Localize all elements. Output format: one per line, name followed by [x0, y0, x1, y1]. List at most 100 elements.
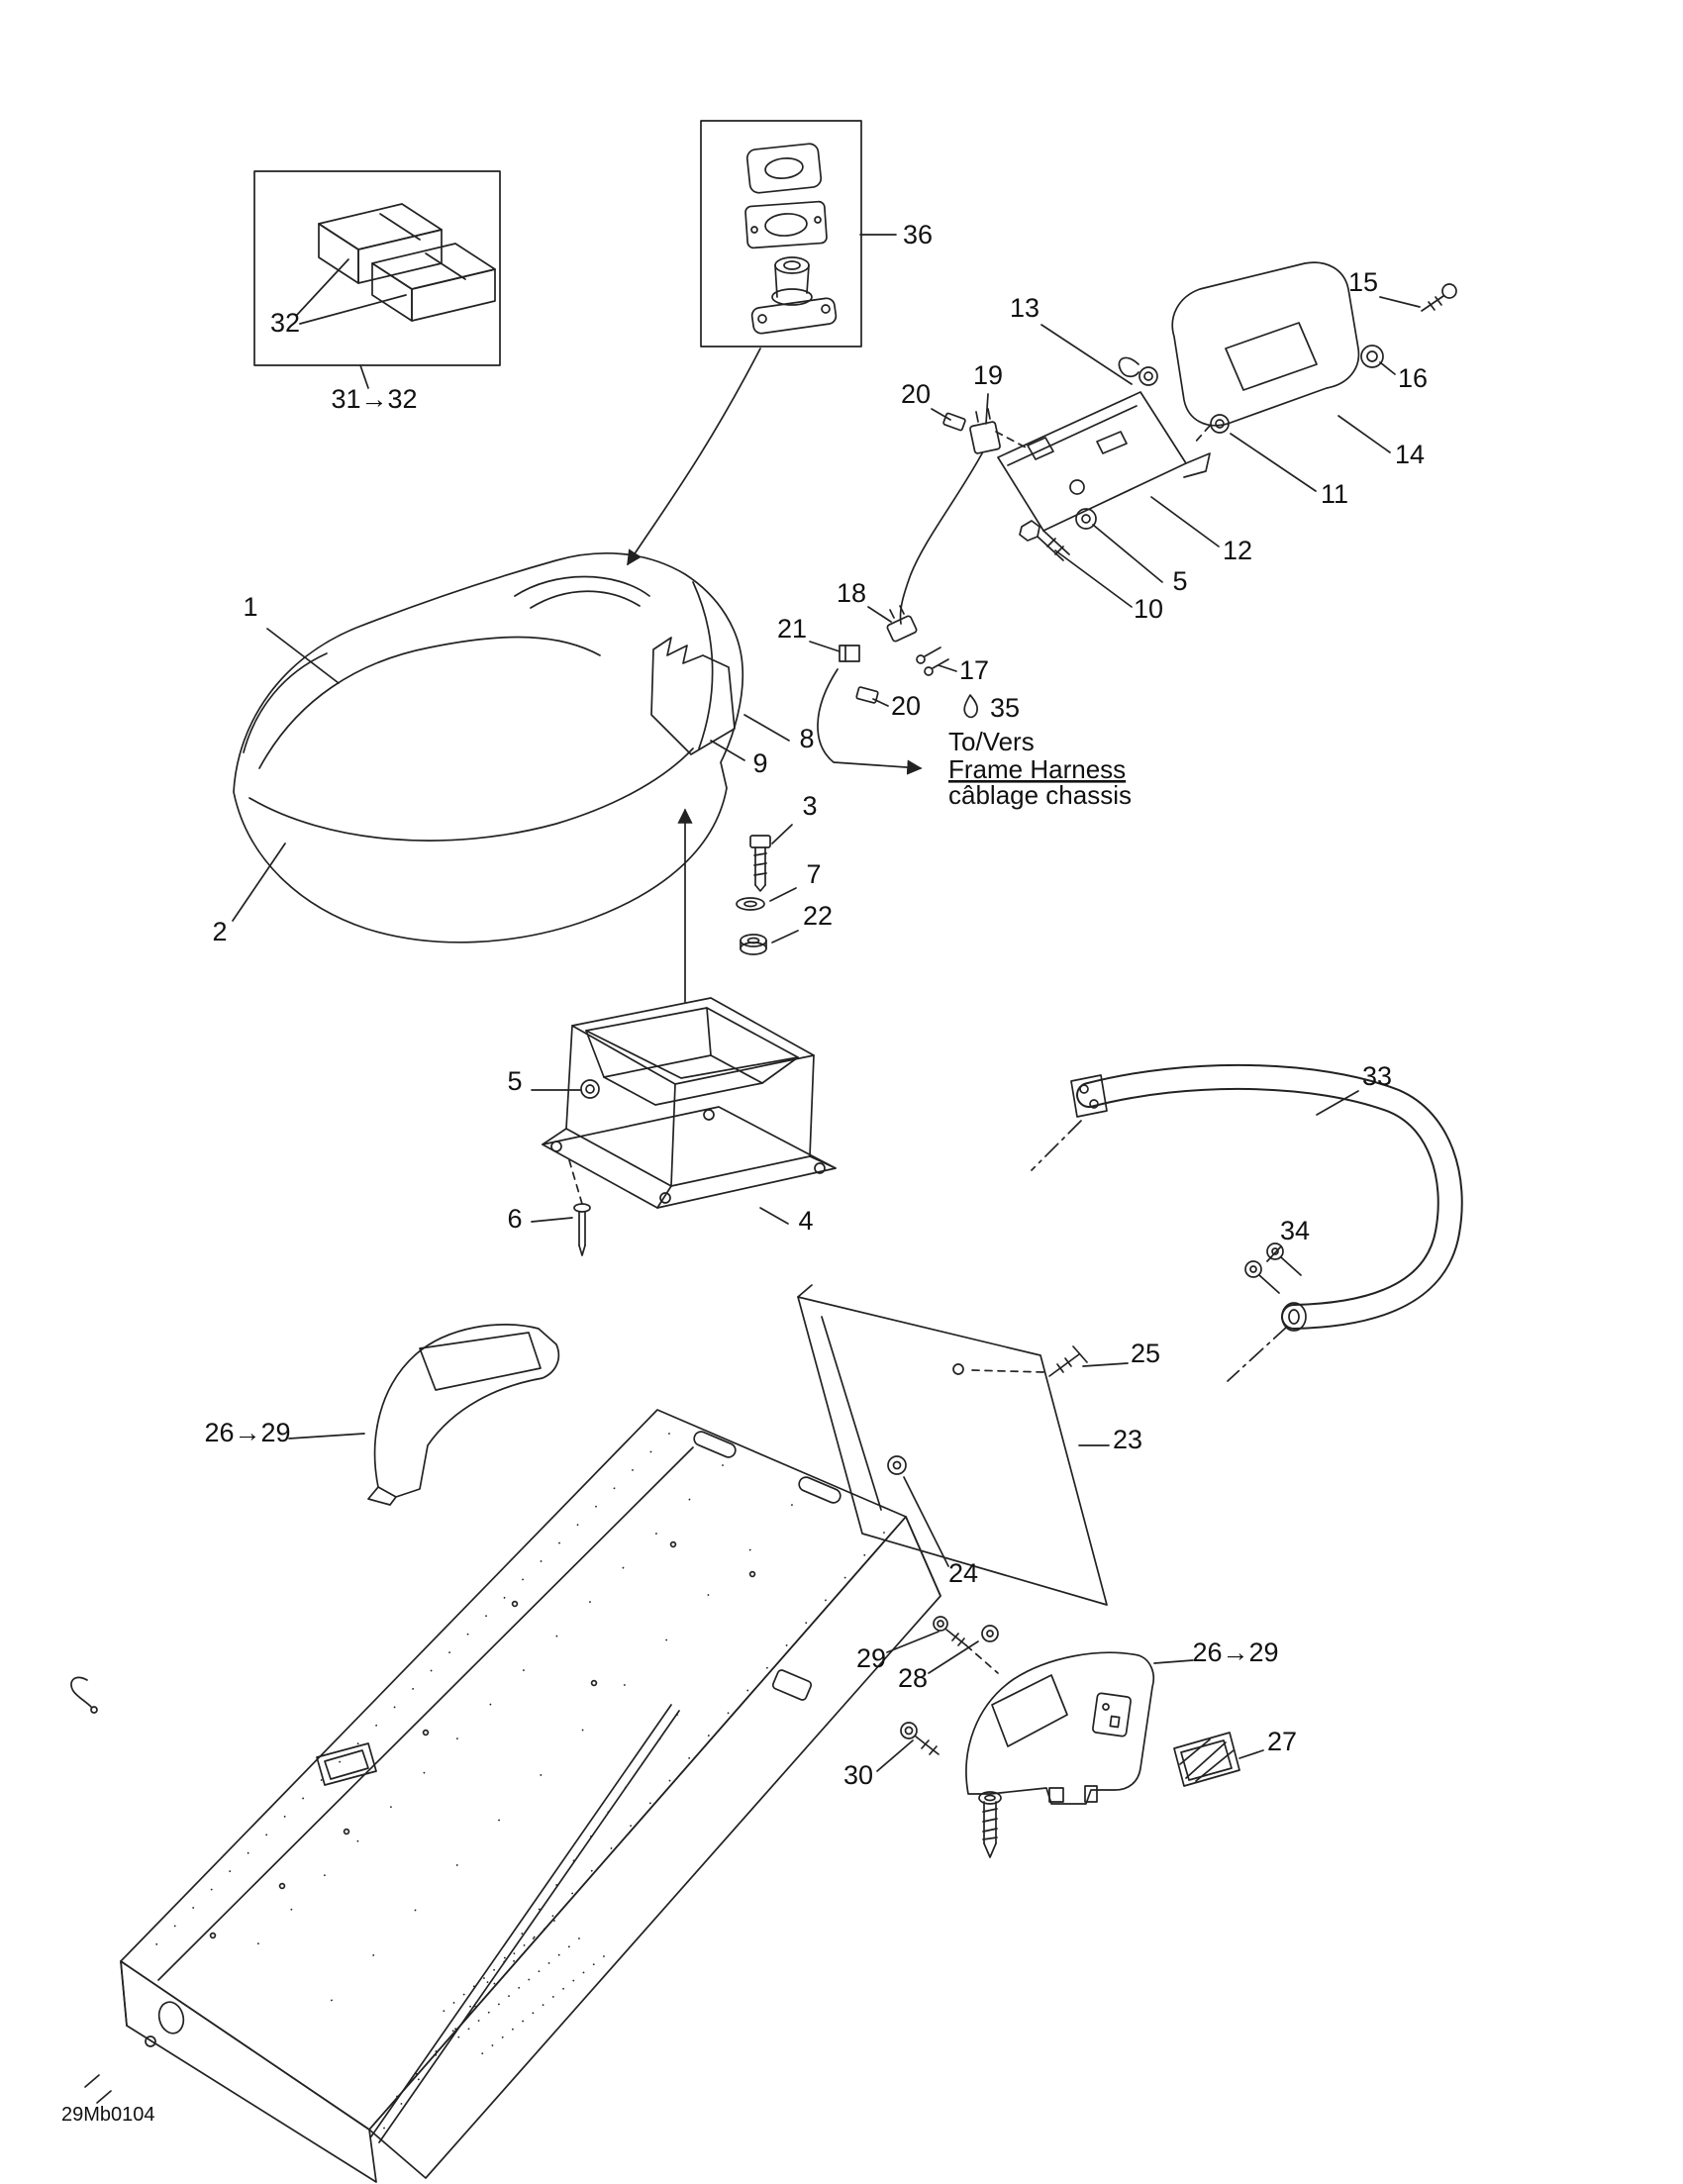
callout-22: 22 [803, 901, 833, 931]
handle-mount-plate [1070, 1074, 1108, 1118]
bulb-socket [1138, 366, 1158, 386]
washer-16 [1360, 345, 1384, 368]
callout-13: 13 [1010, 293, 1040, 323]
note-cablage-chassis: câblage chassis [948, 780, 1132, 810]
callout-31-32: 31→32 [331, 384, 417, 414]
grommet-11 [1210, 414, 1230, 434]
washer-7 [736, 897, 765, 911]
tunnel-end-face [120, 1960, 377, 2183]
callout-7: 7 [806, 859, 821, 889]
flap-washer [887, 1455, 907, 1475]
tunnel-rect-opening [316, 1742, 377, 1786]
seat-assembly [233, 552, 744, 943]
callout-16: 16 [1398, 363, 1428, 393]
tunnel-frame [70, 1409, 941, 2183]
bolt-10-head [1019, 520, 1040, 542]
callout-33: 33 [1362, 1061, 1392, 1091]
trim-right-body [965, 1651, 1155, 1805]
clip-21 [839, 645, 860, 662]
screw-29 [933, 1616, 948, 1632]
wiring-harness [817, 408, 1027, 775]
connector-18 [886, 615, 918, 643]
tunnel-slot [798, 1476, 842, 1504]
callout-20b: 20 [891, 691, 921, 721]
tunnel-side-face [368, 1516, 941, 2179]
callout-24: 24 [948, 1558, 978, 1588]
callout-18: 18 [837, 578, 866, 608]
trim-right-switch-hole [1092, 1692, 1132, 1737]
latch-to-seat-leader [627, 347, 761, 566]
callout-28: 28 [898, 1663, 928, 1693]
callout-20a: 20 [901, 379, 931, 409]
callout-35: 35 [990, 693, 1020, 723]
trim-right-grip-hatch [991, 1674, 1068, 1747]
loctite-drop-icon [963, 694, 978, 719]
latch-striker [774, 256, 810, 274]
seat-fasteners [736, 835, 771, 955]
latch-gasket [744, 200, 828, 249]
callout-23: 23 [1113, 1425, 1142, 1454]
tunnel-oval-cutout [157, 2001, 185, 2035]
to-frame-harness-arrow [817, 668, 923, 775]
taillight-lens [1171, 261, 1360, 427]
kit-box-36-frame [700, 120, 862, 347]
callout-12: 12 [1223, 536, 1252, 565]
screw-6-head [573, 1203, 591, 1213]
reflector-body [1173, 1732, 1240, 1787]
screw-17 [924, 666, 934, 676]
screw-17 [916, 654, 926, 664]
taillight-lens-opening [1225, 322, 1318, 391]
clip-20b [855, 686, 879, 704]
callout-27: 27 [1267, 1727, 1297, 1756]
clip-20a [942, 412, 966, 432]
callouts: 1 2 3 4 5 5 6 7 8 9 10 11 12 13 14 15 16… [204, 220, 1428, 1790]
leader-lines [232, 234, 1421, 1772]
storage-box-flange [542, 1106, 837, 1209]
foam-pad [371, 243, 496, 290]
drawing-code: 29Mb0104 [61, 2104, 155, 2126]
washer-5b [580, 1079, 600, 1099]
callout-14: 14 [1395, 440, 1425, 469]
flap-pin-hole [952, 1363, 964, 1375]
callout-26-29-left: 26→29 [204, 1418, 290, 1447]
connector-19 [969, 421, 1001, 454]
trim-left-grip-hatch [419, 1332, 542, 1391]
side-trim-right [965, 1651, 1155, 1805]
screw-15 [1441, 283, 1457, 299]
push-rivet [971, 1345, 1088, 1377]
callout-34: 34 [1280, 1216, 1310, 1245]
note-to-vers: To/Vers [948, 727, 1035, 756]
callout-5b: 5 [507, 1066, 522, 1096]
side-trim-left [367, 1324, 560, 1506]
latch-base [750, 297, 838, 335]
rear-flap [797, 1284, 1108, 1606]
taillight-assembly [997, 261, 1457, 561]
callout-2: 2 [212, 917, 227, 946]
callout-19: 19 [973, 360, 1003, 390]
callout-5a: 5 [1172, 566, 1187, 596]
callout-10: 10 [1134, 594, 1163, 624]
callout-8: 8 [799, 724, 814, 753]
grab-handle [1031, 1063, 1463, 1382]
callout-32: 32 [270, 308, 300, 338]
callout-15: 15 [1348, 267, 1378, 297]
screw-30b-head [978, 1791, 1002, 1805]
callout-21: 21 [777, 614, 807, 644]
tunnel-top-face [120, 1409, 907, 2131]
callout-30: 30 [843, 1760, 873, 1790]
tunnel-latch-plate [771, 1669, 813, 1701]
reflector [1173, 1732, 1240, 1787]
kit-box-32-frame [253, 170, 501, 366]
handle-tube-end [1281, 1302, 1307, 1332]
callout-9: 9 [752, 748, 767, 778]
callout-11: 11 [1321, 479, 1348, 509]
callout-36: 36 [903, 220, 933, 249]
harness-cable [899, 452, 983, 625]
foam-kit-box [253, 170, 501, 389]
screw-30 [900, 1722, 918, 1739]
trim-left-body [373, 1324, 560, 1498]
screw-3-head [749, 835, 771, 848]
callout-3: 3 [802, 791, 817, 821]
callout-4: 4 [798, 1206, 813, 1236]
